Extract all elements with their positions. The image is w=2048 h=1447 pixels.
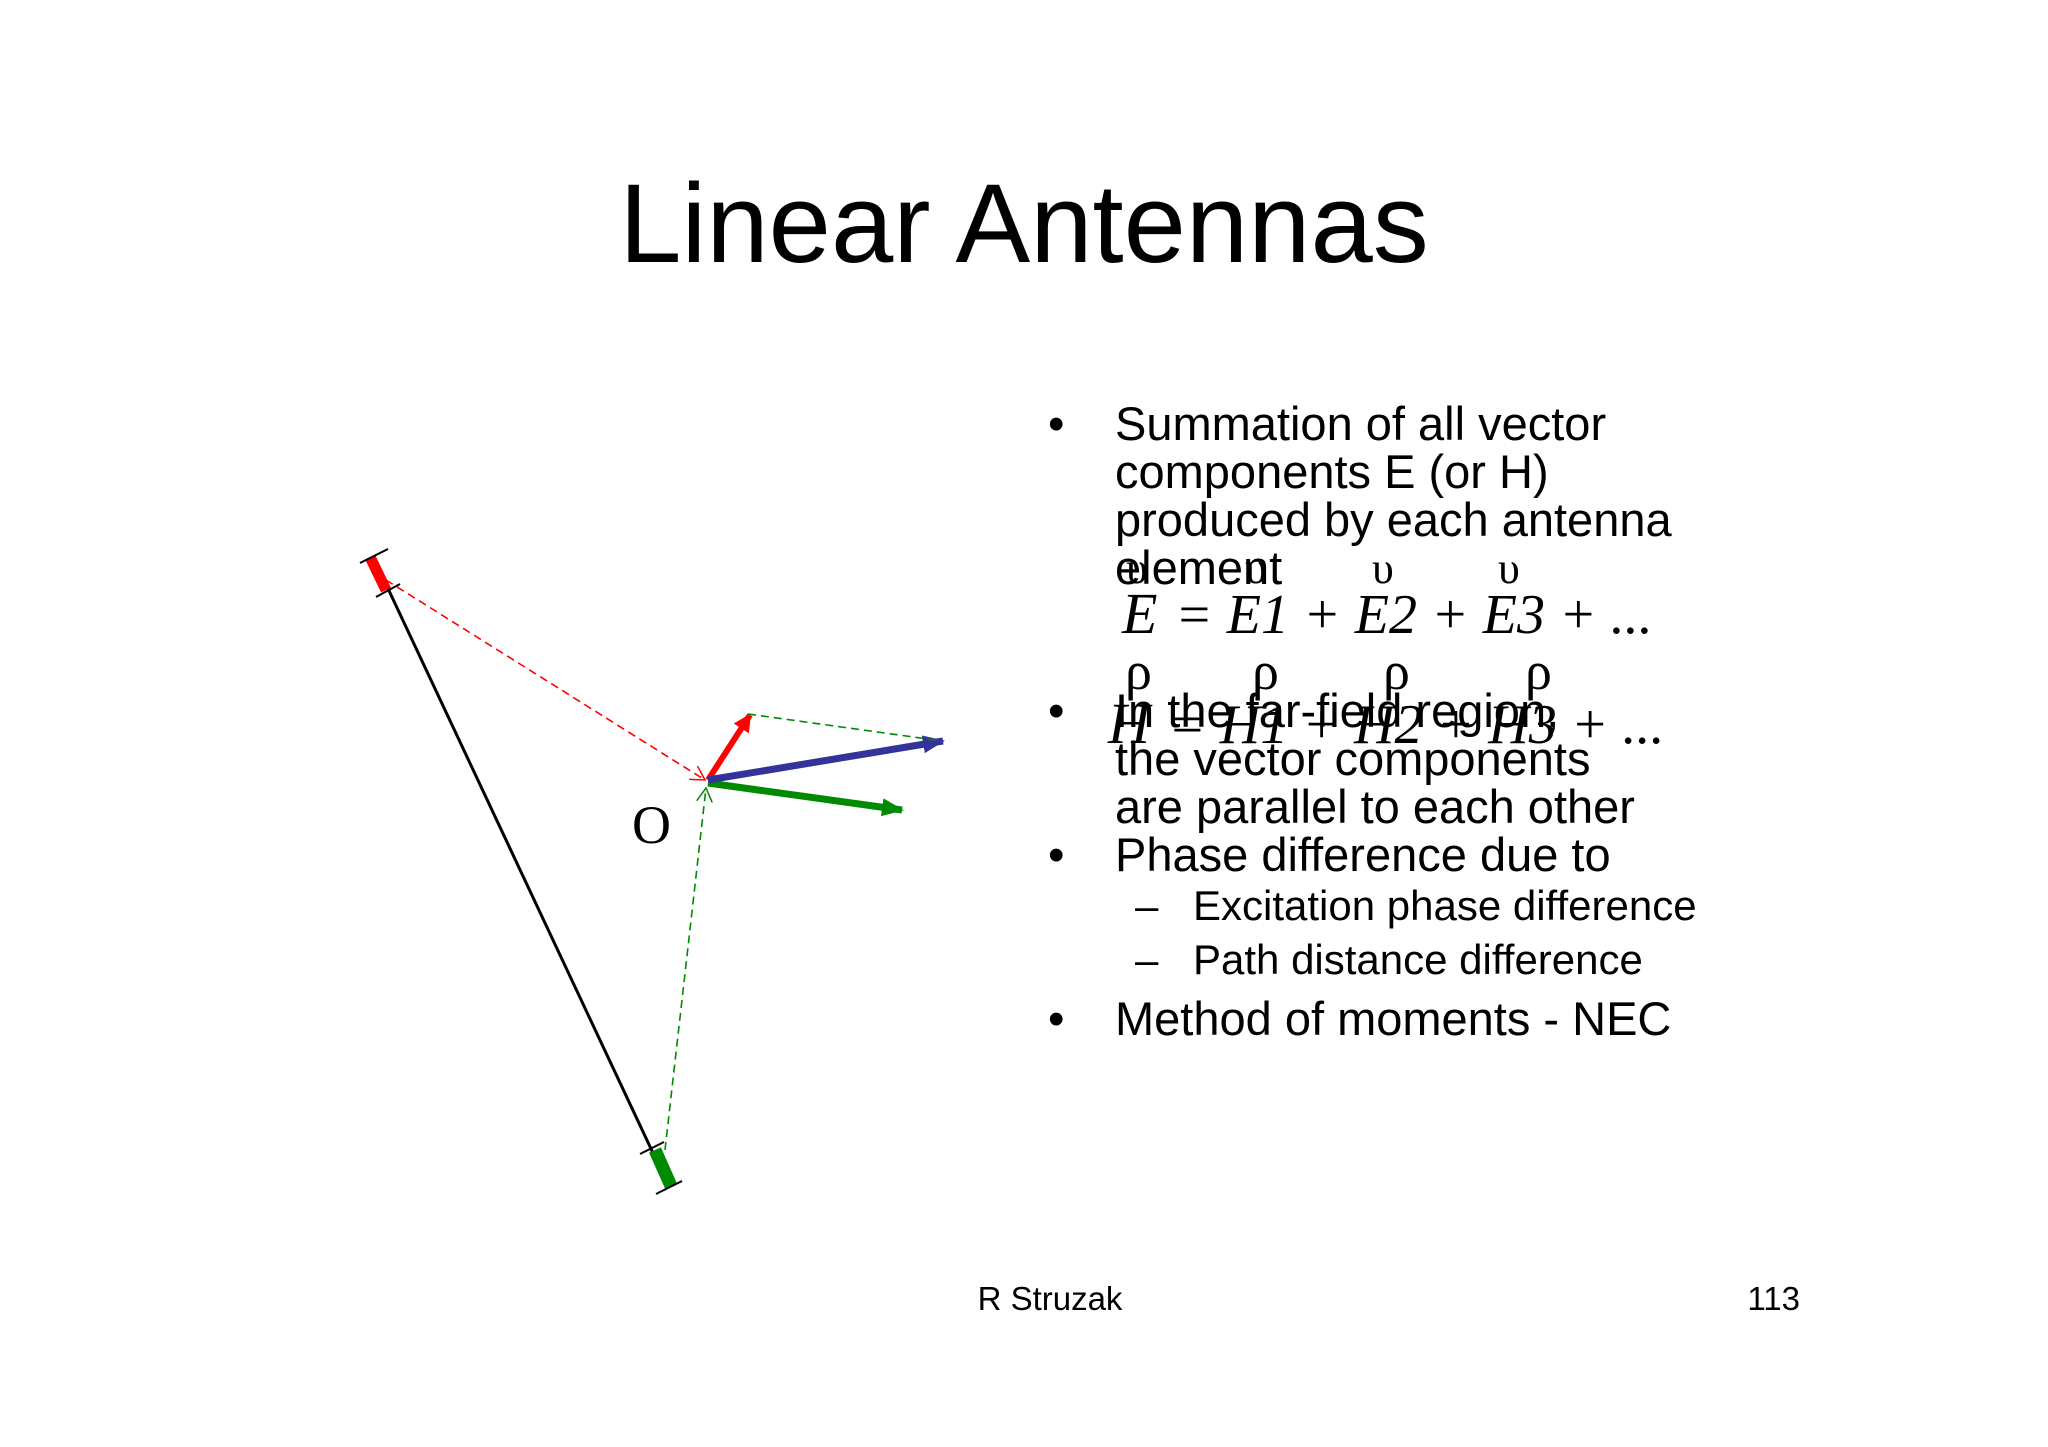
equation-e-rhs: = E1 + E2 + E3 + ... [1175,584,1653,646]
vector-equations: υ υ υ υ E = E1 + E2 + E3 + ... ρ ρ ρ ρ H… [1107,555,1664,756]
sub-bullet-path: – Path distance difference [1040,933,2040,987]
bullet-text: Method of moments - NEC [1115,992,1672,1045]
element-tick-bottom-1 [639,1141,665,1155]
bullet-text: Summation of all vector components E (or… [1115,397,1672,594]
bullet-dot: • [1048,684,1065,737]
bullet-list: • Summation of all vector components E (… [1040,400,2040,1043]
bullet-dot: • [1048,397,1065,450]
path-bottom-dashed [664,788,706,1151]
bullet-phase-difference: • Phase difference due to [1040,831,2040,879]
element-tick-bottom-2 [655,1180,683,1195]
footer-author: R Struzak [977,1280,1123,1317]
sub-bullet-excitation: – Excitation phase difference [1040,879,2040,933]
bullet-method-of-moments: • Method of moments - NEC [1040,995,2040,1043]
element-tick-top-2 [375,583,401,598]
antenna-diagram: O [359,548,945,1195]
vector-accent-e: υ [1126,555,1148,593]
equation-h-lhs: H [1107,691,1153,756]
vector-sum-dashed [747,713,936,741]
vector-accent-e: υ [1372,555,1394,593]
bullet-text: Phase difference due to [1115,828,1611,881]
antenna-element-bottom [649,1147,677,1189]
element-tick-top-1 [359,548,389,564]
sub-bullet-text: Path distance difference [1193,936,1643,983]
bullet-far-field: • In the far-field region, the vector co… [1040,687,2040,831]
page-number: 113 [1747,1280,1800,1317]
vector-red [705,713,753,782]
vector-accent-h: ρ [1252,641,1279,701]
antenna-element-top [365,554,391,593]
vector-blue [707,735,945,784]
vector-accent-h: ρ [1525,641,1552,701]
slide-title: Linear Antennas [619,161,1429,286]
sub-bullet-dash: – [1135,936,1159,983]
sub-bullet-dash: – [1135,882,1159,929]
vector-accent-e: υ [1498,555,1520,593]
origin-label: O [632,795,671,855]
antenna-wire [374,562,670,1186]
sub-bullet-text: Excitation phase difference [1193,882,1697,929]
vector-accent-e: υ [1245,555,1267,593]
equation-h-rhs: = H1 + H2 + H3 + ... [1168,694,1664,756]
equation-e-lhs: E [1121,581,1157,646]
bullet-dot: • [1048,828,1065,881]
bullet-summation: • Summation of all vector components E (… [1040,400,2040,592]
vector-accent-h: ρ [1383,641,1410,701]
bullet-dot: • [1048,992,1065,1045]
bullet-text: In the far-field region, the vector comp… [1115,684,1635,833]
vector-green [707,779,904,817]
path-top-dashed [385,579,705,780]
vector-accent-h: ρ [1125,641,1152,701]
